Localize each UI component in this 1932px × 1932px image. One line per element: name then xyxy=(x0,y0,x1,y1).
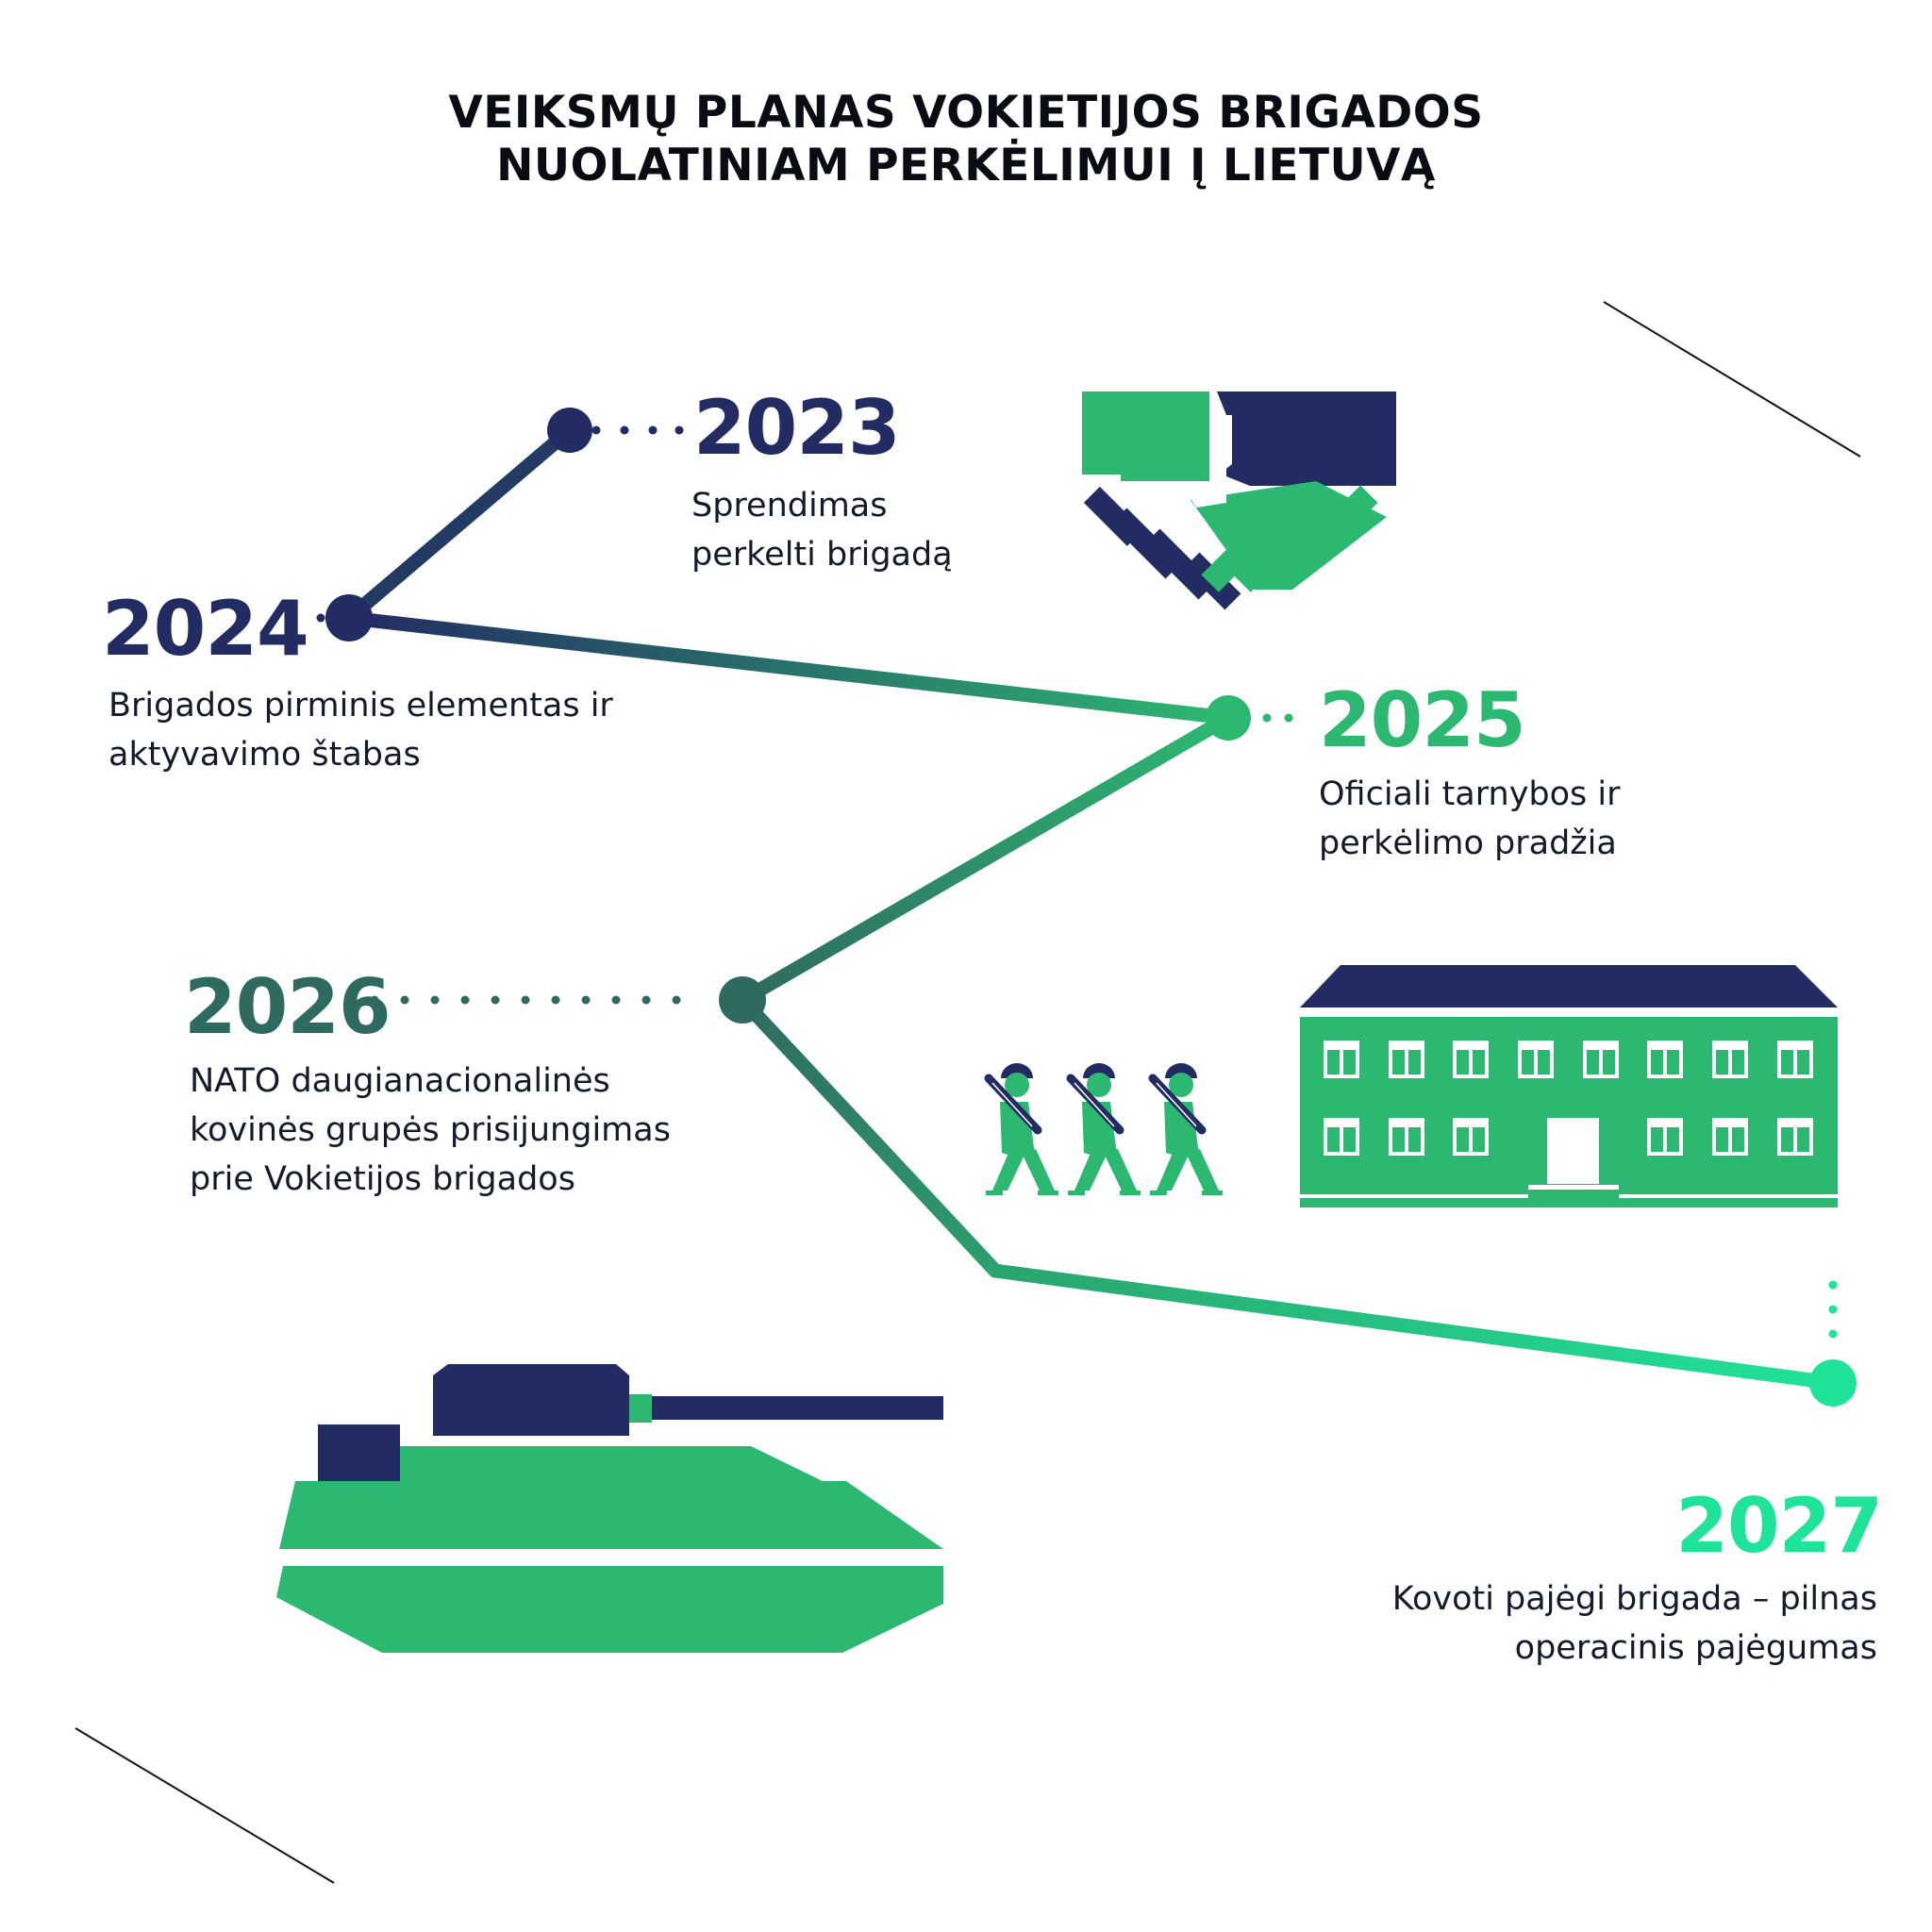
milestone-year-2026: 2026 xyxy=(184,963,391,1051)
milestone-node-2027 xyxy=(1809,1359,1857,1407)
soldiers-icon xyxy=(984,1063,1223,1195)
milestone-year-2023: 2023 xyxy=(693,384,901,472)
milestone-description-2024: Brigados pirminis elementas ir aktyvavim… xyxy=(108,681,613,779)
milestone-description-2027: Kovoti pajėgi brigada – pilnas operacini… xyxy=(1392,1574,1877,1673)
milestone-node-2024 xyxy=(325,594,373,641)
description-line: perkelti brigadą xyxy=(691,536,953,574)
tank-icon xyxy=(276,1364,943,1653)
milestone-description-2025: Oficiali tarnybos ir perkėlimo pradžia xyxy=(1319,770,1621,868)
milestone-description-2026: NATO daugianacionalinės kovinės grupės p… xyxy=(190,1057,671,1204)
soldier-figure xyxy=(984,1063,1058,1195)
description-line: prie Vokietijos brigados xyxy=(190,1160,575,1198)
timeline-segment-2026-bend xyxy=(735,992,1003,1278)
decor-line-bottom-left xyxy=(75,1727,335,1884)
decor-line-top-right xyxy=(1603,301,1861,458)
handshake-icon xyxy=(1082,391,1396,610)
timeline-segment-2024-2023 xyxy=(341,423,577,625)
description-line: Oficiali tarnybos ir xyxy=(1319,775,1621,813)
description-line: NATO daugianacionalinės xyxy=(190,1062,610,1100)
description-line: Brigados pirminis elementas ir xyxy=(108,687,613,724)
timeline-segment-2025-2026 xyxy=(735,710,1236,1008)
timeline-segment-2024-2025 xyxy=(341,610,1236,725)
page-title-line-2: NUOLATINIAM PERKĖLIMUI Į LIETUVĄ xyxy=(496,140,1436,192)
description-line: perkėlimo pradžia xyxy=(1319,824,1617,862)
milestone-year-2025: 2025 xyxy=(1319,676,1526,764)
milestone-node-2025 xyxy=(1206,695,1251,741)
dotted-connector-2026 xyxy=(370,995,681,1005)
milestone-year-2027: 2027 xyxy=(1675,1482,1883,1570)
milestone-year-2024: 2024 xyxy=(102,585,309,673)
timeline-segment-bend-2027 xyxy=(988,1263,1840,1391)
dotted-connector-2024 xyxy=(284,613,325,623)
description-line: Kovoti pajėgi brigada – pilnas xyxy=(1391,1580,1877,1618)
description-line: operacinis pajėgumas xyxy=(1514,1629,1877,1667)
description-line: aktyvavimo štabas xyxy=(108,736,421,774)
dotted-connector-2023 xyxy=(591,425,684,435)
description-line: kovinės grupės prisijungimas xyxy=(190,1111,671,1149)
description-line: Sprendimas xyxy=(691,487,888,525)
barracks-building-icon xyxy=(1300,965,1838,1208)
milestone-node-2026 xyxy=(719,976,766,1024)
dotted-connector-2025 xyxy=(1262,713,1293,723)
milestone-description-2023: Sprendimas perkelti brigadą xyxy=(691,481,953,579)
milestone-node-2023 xyxy=(547,408,592,453)
dotted-connector-2027 xyxy=(1828,1280,1838,1339)
page-title-line-1: VEIKSMŲ PLANAS VOKIETIJOS BRIGADOS xyxy=(448,87,1484,139)
